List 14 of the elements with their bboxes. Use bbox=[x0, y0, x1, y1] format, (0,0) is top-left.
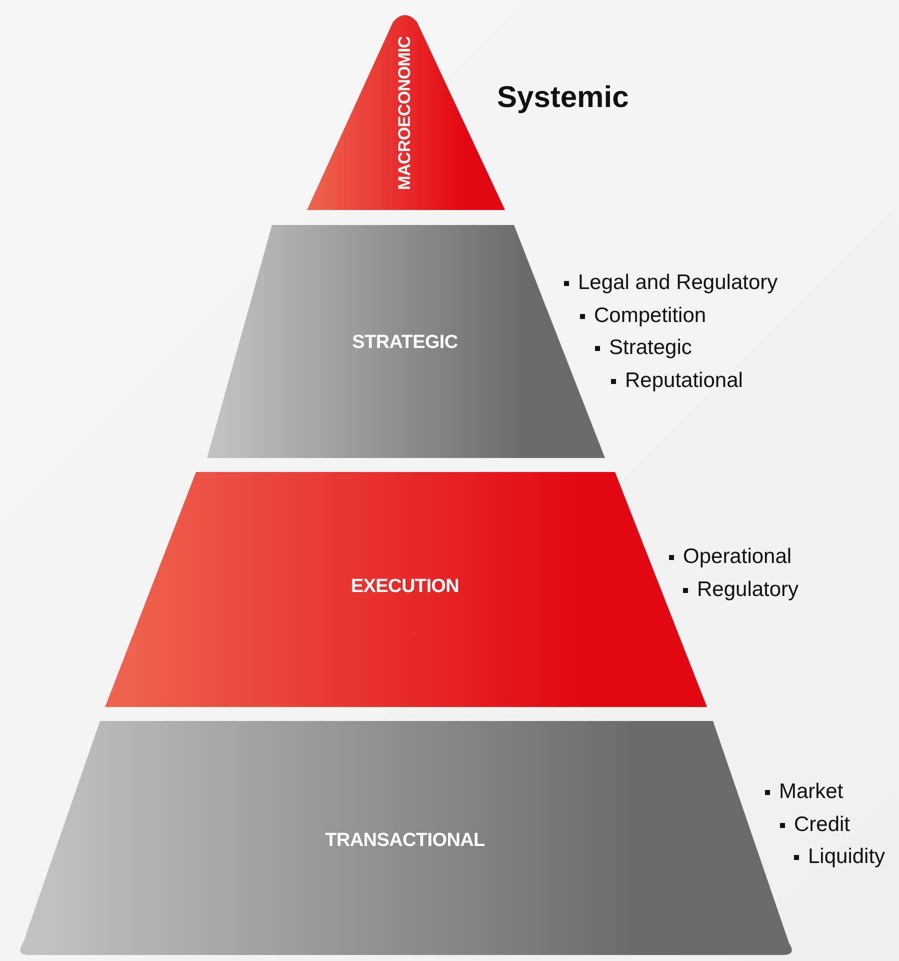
bullet-item: Liquidity bbox=[794, 845, 886, 869]
bullet-item: Legal and Regulatory bbox=[564, 271, 778, 295]
tier-label: TRANSACTIONAL bbox=[325, 830, 485, 852]
bullet-item: Credit bbox=[780, 813, 850, 837]
bullet-item: Competition bbox=[580, 304, 706, 328]
tier-label: EXECUTION bbox=[350, 576, 460, 598]
tier-label: STRATEGIC bbox=[352, 332, 458, 354]
bullet-item: Strategic bbox=[595, 336, 692, 360]
bullet-item: Reputational bbox=[611, 369, 743, 393]
bullet-item: Operational bbox=[669, 545, 792, 569]
tier-label: MACROECONOMIC bbox=[395, 36, 415, 190]
bullet-item: Regulatory bbox=[683, 578, 799, 602]
bullet-item: Market bbox=[765, 780, 844, 804]
tier-caption: Systemic bbox=[497, 81, 629, 115]
